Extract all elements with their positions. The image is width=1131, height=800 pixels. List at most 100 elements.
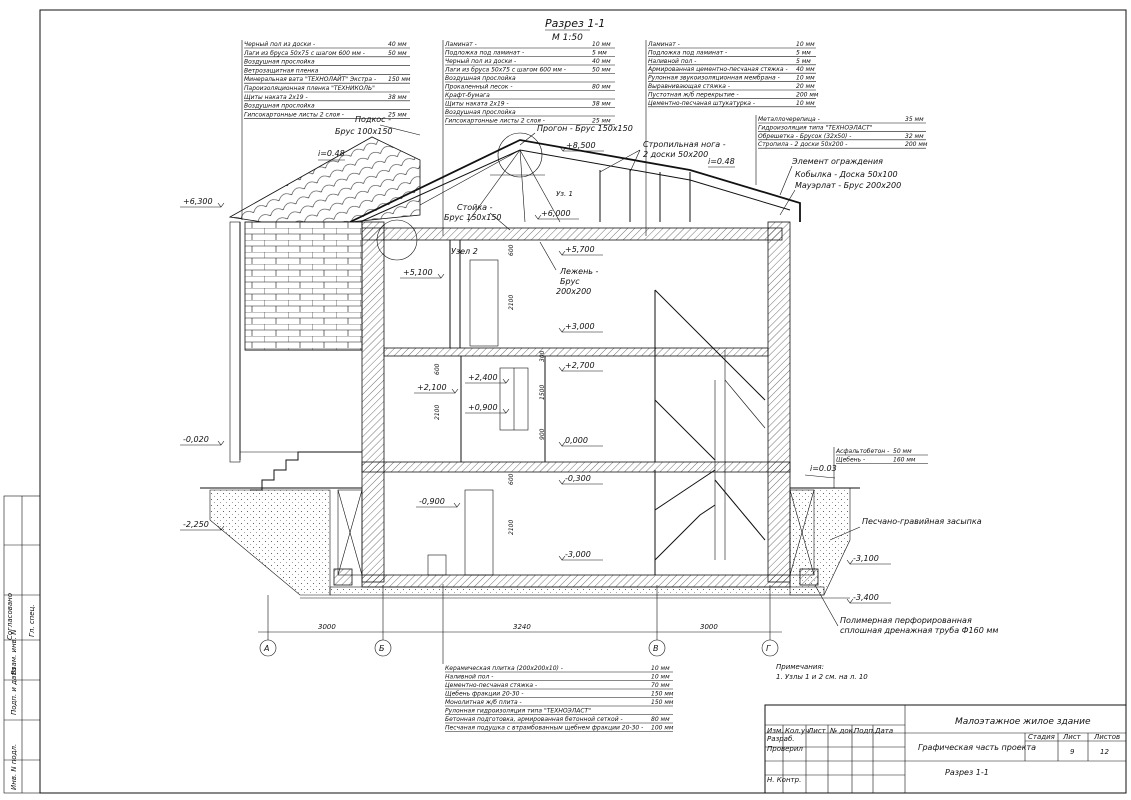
spec_roof_left-row-6-value: 38 мм xyxy=(388,94,407,101)
spec_right-row-5-label: Выравнивающая стяжка - xyxy=(648,83,730,90)
spec_roof_right-row-1-label: Гидроизоляция типа "ТЕХНОЭЛАСТ" xyxy=(758,124,873,131)
spec_floor-row-7-label: Песчаная подушка с втрамбованным щебнем … xyxy=(445,725,643,732)
svg-text:Стадия: Стадия xyxy=(1028,733,1055,741)
spec_floor-row-3-value: 150 мм xyxy=(651,691,674,698)
slab-1st xyxy=(361,461,791,473)
spec_mid-row-3-value: 50 мм xyxy=(592,67,611,74)
level-l0000-mark xyxy=(558,441,566,447)
label-uz1: Уз. 1 xyxy=(556,190,573,198)
spec_right-row-3-label: Армированная цементно-песчаная стяжка - xyxy=(647,66,788,73)
svg-text:2100: 2100 xyxy=(434,405,441,420)
spec_right-row-5-value: 20 мм xyxy=(796,83,815,90)
spec_right-row-7-label: Цементно-песчаная штукатурка - xyxy=(648,100,755,107)
soil-left xyxy=(209,489,331,596)
drain-right xyxy=(799,568,819,586)
spec_right-row-6-label: Пустотная ж/б перекрытие - xyxy=(648,91,739,98)
spec_roof_right-row-3-value: 200 мм xyxy=(905,141,928,148)
label-podkos-2: Брус 100х150 xyxy=(335,127,393,136)
side-vzam: Взам. инв. N xyxy=(10,629,18,675)
level-lm3400: -3,400 xyxy=(853,593,879,602)
label-zasypka: Песчано-гравийная засыпка xyxy=(862,517,982,526)
dim-3000-left: 3000 xyxy=(318,623,336,631)
level-l6000-mark xyxy=(534,214,542,220)
spec_mid-row-4-label: Воздушная прослойка xyxy=(445,75,516,82)
spec_roof_right-row-2-label: Обрешетка - Брусок (32х50) - xyxy=(758,133,851,140)
slab-2nd xyxy=(383,347,769,357)
spec_right-row-2-label: Наливной пол - xyxy=(648,58,696,65)
spec_floor-row-7-value: 100 мм xyxy=(651,725,674,732)
label-mauerlat: Мауэрлат - Брус 200х200 xyxy=(795,181,901,190)
label-slope-left: i=0.48 xyxy=(318,149,345,158)
building-section xyxy=(200,132,860,599)
level-lm3000-mark xyxy=(558,555,566,561)
side-stamp: Согласовано Гл. спец. Взам. инв. N Подп.… xyxy=(3,495,41,794)
spec_floor-row-2-value: 70 мм xyxy=(651,682,670,689)
axis-v: В xyxy=(653,644,659,653)
level-l5700: +5,700 xyxy=(565,245,595,254)
notes-title: Примечания: xyxy=(776,663,824,671)
svg-text:2100: 2100 xyxy=(508,295,515,310)
svg-text:Проверил: Проверил xyxy=(767,745,803,753)
axis-a: А xyxy=(263,644,269,653)
spec_blind-row-1-value: 160 мм xyxy=(893,457,916,464)
level-lm0900: -0,900 xyxy=(419,497,445,506)
spec_roof_left-row-0-value: 40 мм xyxy=(388,41,407,48)
spec_floor-row-1-label: Наливной пол - xyxy=(445,674,493,681)
spec_right-row-1-value: 5 мм xyxy=(796,49,811,56)
spec_right-row-6-value: 200 мм xyxy=(796,91,819,98)
level-l2400: +2,400 xyxy=(468,373,498,382)
spec_roof_left-row-0-label: Черный пол из доски - xyxy=(244,41,315,48)
axis-g: Г xyxy=(766,644,771,653)
spec_floor-row-4-label: Монолитная ж/б плита - xyxy=(445,699,522,706)
level-lm0900-mark xyxy=(453,502,461,508)
level-l5100-mark xyxy=(437,273,445,279)
vertical-dims: 600 2100 300 600 1500 900 2100 600 2100 xyxy=(434,244,546,535)
spec_roof_right-row-2-value: 32 мм xyxy=(905,133,924,140)
level-lm2250-mark xyxy=(217,525,225,531)
brick-wall-left xyxy=(244,221,363,351)
stamp-sheets-total: 12 xyxy=(1100,748,1109,756)
spec_mid-row-0-label: Ламинат - xyxy=(444,41,477,48)
stamp-work: Графическая часть проекта xyxy=(918,743,1036,752)
label-stoyka-2: Брус 150х150 xyxy=(444,213,502,222)
svg-text:Листов: Листов xyxy=(1093,733,1120,741)
level-l0000: 0,000 xyxy=(565,436,588,445)
spec_roof_left-row-5-label: Пароизоляционная пленка "ТЕХНИКОЛЬ" xyxy=(244,85,375,92)
spec_right-row-4-label: Рулонная звукоизоляционная мембрана - xyxy=(648,75,780,82)
label-stoyka-1: Стойка - xyxy=(457,203,493,212)
label-stropilo-2: 2 доски 50х200 xyxy=(643,150,708,159)
spec_floor-row-3-label: Щебень фракции 20-30 - xyxy=(445,691,524,698)
level-l6300-mark xyxy=(217,202,225,208)
svg-text:600: 600 xyxy=(508,473,515,485)
spec_blind-row-1-label: Щебень - xyxy=(836,457,865,464)
spec_mid-row-9-value: 25 мм xyxy=(592,118,611,125)
svg-text:Подп.: Подп. xyxy=(854,727,875,735)
level-l0900: +0,900 xyxy=(468,403,498,412)
level-l2400-mark xyxy=(502,378,510,384)
spec_mid-row-8-label: Воздушная прослойка xyxy=(445,109,516,116)
drawing-title: Разрез 1-1 xyxy=(545,17,605,30)
entrance-steps xyxy=(250,451,362,491)
side-gl: Гл. спец. xyxy=(28,604,36,637)
level-l8500-mark xyxy=(559,146,567,152)
foundation-base xyxy=(329,586,825,596)
label-progon: Прогон - Брус 150х150 xyxy=(537,124,633,133)
level-l3000-mark xyxy=(558,327,566,333)
dim-3240: 3240 xyxy=(513,623,531,631)
spec_right-row-1-label: Подложка под ламинат - xyxy=(648,49,727,56)
spec_roof_right-row-0-value: 35 мм xyxy=(905,116,924,123)
soil-right xyxy=(789,487,851,596)
spec_roof_left-row-7-label: Воздушная прослойка xyxy=(244,103,315,110)
level-lm3000: -3,000 xyxy=(565,550,591,559)
stamp-sheet-no: 9 xyxy=(1070,748,1075,756)
spec_blind-row-0-value: 50 мм xyxy=(893,448,912,455)
spec_roof_left-row-1-value: 50 мм xyxy=(388,50,407,57)
spec_mid-row-7-value: 38 мм xyxy=(592,101,611,108)
spec_mid-row-5-value: 80 мм xyxy=(592,84,611,91)
spec_blind-row-0-label: Асфальтобетон - xyxy=(835,448,889,455)
slab-basement xyxy=(361,574,791,588)
svg-text:Лист: Лист xyxy=(1062,733,1082,741)
level-lm0020: -0,020 xyxy=(183,435,209,444)
